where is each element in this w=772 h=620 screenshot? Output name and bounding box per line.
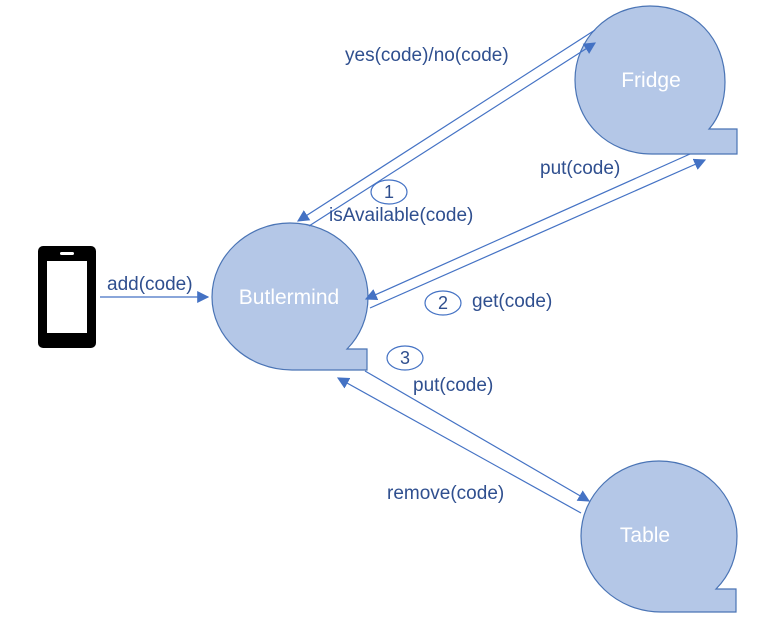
edge-butlermind-to-table-put (364, 370, 591, 502)
edge-fridge-to-butlermind-get (364, 153, 691, 301)
edge-label-put-fridge: put(code) (540, 158, 620, 179)
fridge-node[interactable]: Fridge (574, 5, 738, 155)
table-label: Table (620, 524, 670, 547)
edge-label-yes-no: yes(code)/no(code) (345, 45, 509, 66)
step-number-2: 2 (438, 293, 448, 313)
smartphone-icon[interactable] (38, 246, 96, 348)
butlermind-label: Butlermind (239, 286, 339, 309)
butlermind-node[interactable]: Butlermind (211, 222, 369, 371)
edge-label-get: get(code) (472, 291, 552, 312)
step-number-1: 1 (384, 182, 394, 202)
edge-butlermind-to-fridge-check (308, 42, 597, 227)
edge-fridge-to-butlermind-response (296, 29, 596, 222)
table-node[interactable]: Table (580, 460, 738, 613)
step-marker-3: 3 (386, 345, 424, 371)
edge-label-is-available: isAvailable(code) (329, 205, 473, 226)
step-number-3: 3 (400, 348, 410, 368)
edge-butlermind-to-fridge-put (369, 158, 707, 309)
edge-label-remove: remove(code) (387, 483, 504, 504)
edge-label-add: add(code) (107, 274, 193, 295)
fridge-label: Fridge (621, 69, 681, 92)
step-marker-1: 1 (370, 179, 408, 205)
edge-table-to-butlermind-remove (336, 377, 582, 514)
edge-label-put-table: put(code) (413, 375, 493, 396)
step-marker-2: 2 (424, 290, 462, 316)
